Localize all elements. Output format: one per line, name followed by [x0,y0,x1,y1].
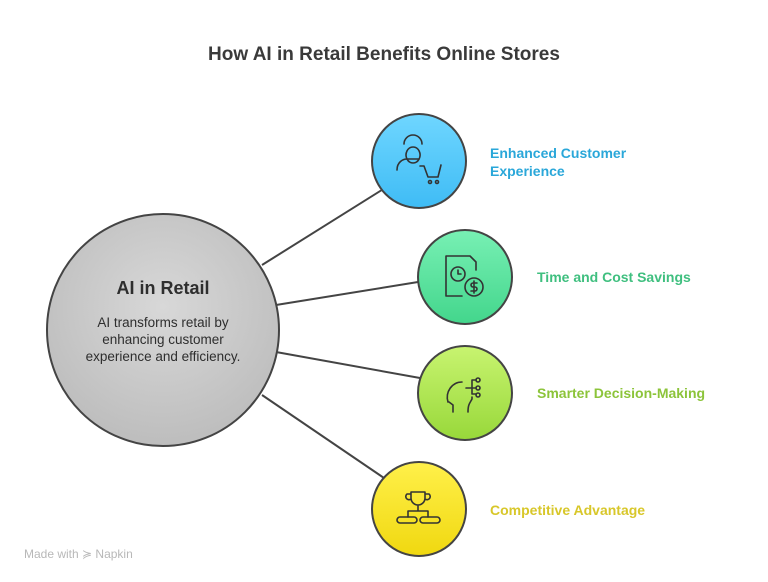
node-circle-4 [371,461,467,557]
center-description: AI transforms retail by enhancing custom… [85,315,241,364]
center-title: AI in Retail [116,278,210,298]
item-label-2: Time and Cost Savings [537,269,691,285]
connector-4 [261,394,385,479]
connector-1 [261,187,386,266]
trophy-hierarchy-icon [396,491,441,524]
item-label-4: Competitive Advantage [490,502,646,518]
customer-cart-icon [396,134,441,184]
center-circle [46,213,280,447]
footer-credit: Made with ≽ Napkin [24,547,133,561]
item-label-3: Smarter Decision-Making [537,385,706,401]
ai-head-icon [446,377,481,413]
item-label-1: Enhanced Customer Experience [490,145,627,179]
connector-2 [275,281,419,306]
node-circle-1 [371,113,467,209]
connector-3 [275,351,421,379]
time-money-icon [445,255,484,297]
page-title: How AI in Retail Benefits Online Stores [208,44,560,65]
node-circle-3 [417,345,513,441]
